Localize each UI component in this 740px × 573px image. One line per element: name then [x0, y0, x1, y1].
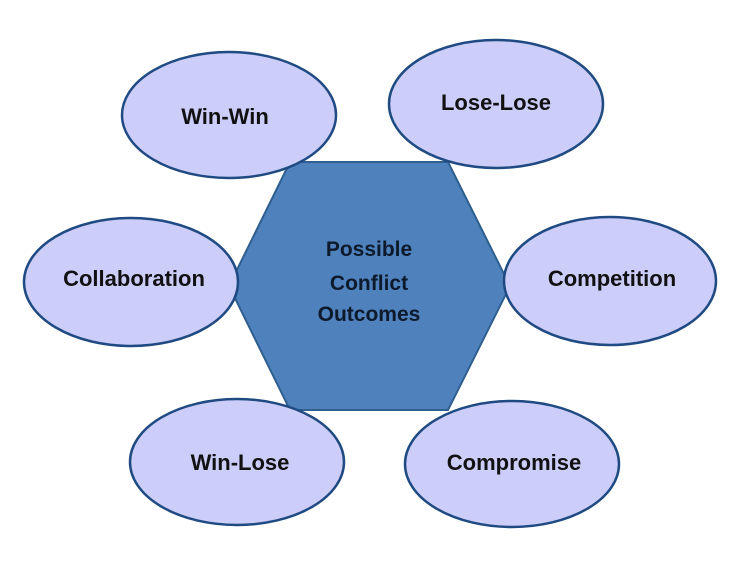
bubble-shape [502, 215, 718, 347]
bubble-shape [403, 399, 621, 529]
center-line-3: Outcomes [318, 303, 421, 326]
bubble-label: Competition [548, 266, 676, 291]
outcome-bubble-win-lose: Win-Lose [128, 397, 346, 527]
bubble-shape [22, 216, 240, 348]
center-hexagon-group: Possible Conflict Outcomes [227, 161, 512, 411]
center-line-1: Possible [326, 238, 412, 261]
bubble-label: Win-Win [181, 104, 269, 129]
outcome-bubble-competition: Competition [502, 215, 718, 347]
outcome-bubble-win-win: Win-Win [120, 50, 338, 180]
bubble-shape [128, 397, 346, 527]
bubble-label: Collaboration [63, 266, 205, 291]
bubble-shape [120, 50, 338, 180]
bubble-label: Win-Lose [191, 450, 290, 475]
outcome-bubble-lose-lose: Lose-Lose [387, 38, 605, 170]
outcome-bubble-collaboration: Collaboration [22, 216, 240, 348]
center-line-2: Conflict [330, 272, 408, 295]
outcome-bubble-compromise: Compromise [403, 399, 621, 529]
bubble-label: Compromise [447, 450, 581, 475]
bubble-label: Lose-Lose [441, 90, 551, 115]
bubble-shape [387, 38, 605, 170]
